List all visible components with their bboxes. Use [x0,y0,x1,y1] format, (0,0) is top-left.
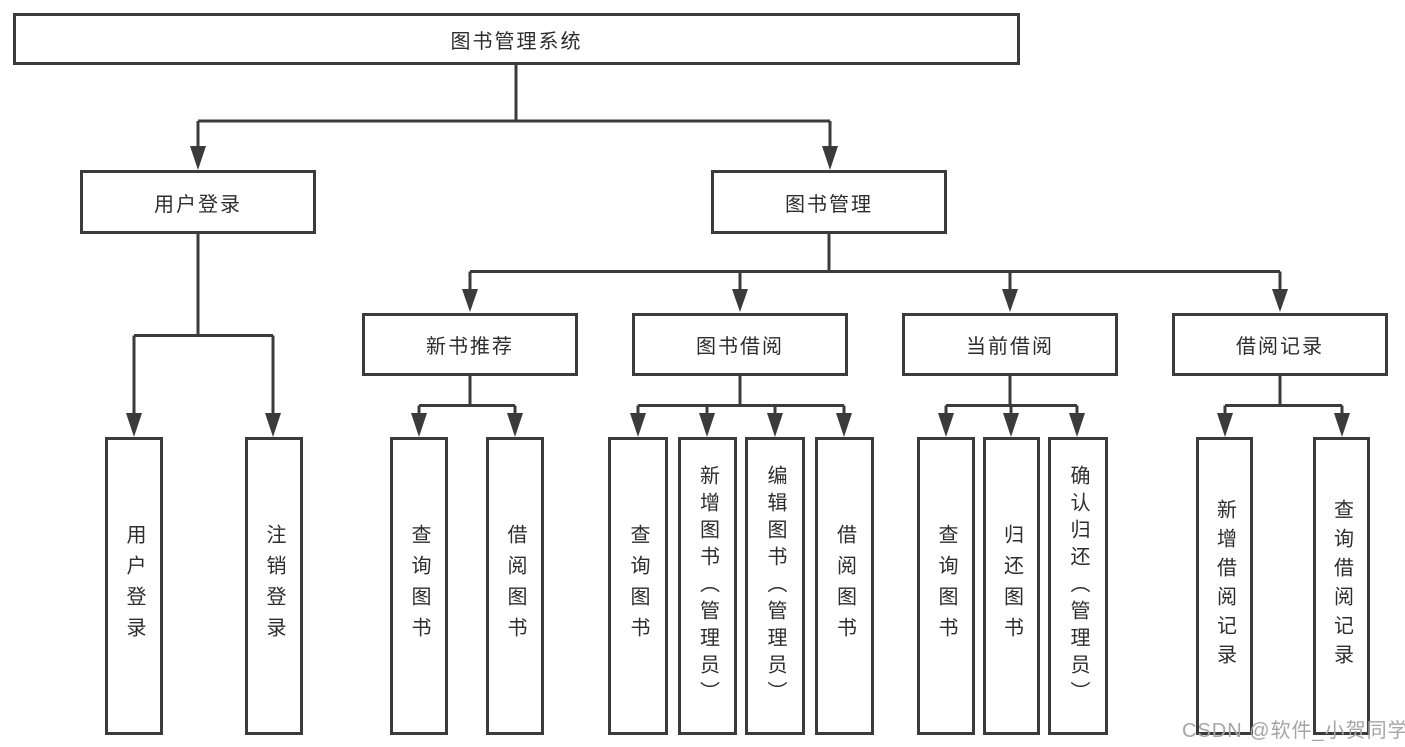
node-current-query-books-label: 查询图书 [935,524,957,648]
arrowhead-icon [836,413,852,437]
node-current-borrow: 当前借阅 [902,313,1118,376]
node-borrow-records: 借阅记录 [1172,313,1388,376]
node-current-query-books: 查询图书 [917,437,975,735]
arrowhead-icon [1334,413,1350,437]
csdn-watermark: CSDN @软件_小贺同学 [1182,720,1405,742]
arrowhead-icon [630,413,646,437]
node-borrowmod-add-books-admin-label: 新增图书（管理员） [696,464,719,708]
node-current-confirm-return-admin: 确认归还（管理员） [1048,437,1108,735]
arrowhead-icon [411,413,427,437]
node-records-query-record: 查询借阅记录 [1313,437,1370,735]
node-user-login: 用户登录 [80,170,316,234]
node-borrow-records-label: 借阅记录 [1236,336,1324,358]
node-records-add-record: 新增借阅记录 [1196,437,1253,735]
node-root: 图书管理系统 [13,13,1020,65]
arrowhead-icon [1272,289,1288,312]
arrowhead-icon [822,146,838,170]
arrowhead-icon [507,413,523,437]
node-book-management-label: 图书管理 [785,193,873,216]
node-book-management: 图书管理 [711,170,947,234]
node-user-login-action: 用户登录 [105,437,163,735]
node-borrowmod-query-books: 查询图书 [608,437,668,735]
node-current-confirm-return-admin-label: 确认归还（管理员） [1067,464,1089,708]
node-borrowmod-borrow-books: 借阅图书 [815,437,874,735]
node-newbook-borrow-books-label: 借阅图书 [504,524,526,648]
arrowhead-icons [126,146,1350,437]
arrowhead-icon [190,146,206,170]
node-current-return-books-label: 归还图书 [1000,524,1023,648]
node-user-login-label: 用户登录 [154,193,242,216]
node-current-return-books: 归还图书 [983,437,1040,735]
node-current-borrow-label: 当前借阅 [966,336,1054,358]
node-new-book-recommend-label: 新书推荐 [426,336,514,358]
connector-path [132,65,1344,418]
node-borrowmod-edit-books-admin: 编辑图书（管理员） [745,437,805,735]
node-new-book-recommend: 新书推荐 [362,313,578,376]
node-records-query-record-label: 查询借阅记录 [1330,499,1353,673]
arrowhead-icon [699,413,715,437]
node-borrowmod-borrow-books-label: 借阅图书 [833,524,856,648]
node-newbook-query-books: 查询图书 [390,437,448,735]
node-records-add-record-label: 新增借阅记录 [1213,499,1236,673]
arrowhead-icon [462,289,478,312]
arrowhead-icon [126,413,142,437]
arrowhead-icon [1003,413,1019,437]
node-root-label: 图书管理系统 [450,30,583,53]
node-logout-action-label: 注销登录 [263,524,285,648]
node-borrowmod-query-books-label: 查询图书 [627,524,649,648]
arrowhead-icon [1002,289,1018,312]
arrowhead-icon [1217,413,1233,437]
node-newbook-query-books-label: 查询图书 [408,524,430,648]
node-book-borrow: 图书借阅 [632,313,848,376]
node-logout-action: 注销登录 [245,437,303,735]
node-book-borrow-label: 图书借阅 [696,336,784,358]
node-borrowmod-edit-books-admin-label: 编辑图书（管理员） [764,464,786,708]
arrowhead-icon [938,413,954,437]
arrowhead-icon [732,289,748,312]
node-borrowmod-add-books-admin: 新增图书（管理员） [678,437,737,735]
node-newbook-borrow-books: 借阅图书 [486,437,544,735]
node-user-login-action-label: 用户登录 [123,524,145,648]
arrowhead-icon [767,413,783,437]
arrowhead-icon [265,413,281,437]
arrowhead-icon [1069,413,1085,437]
